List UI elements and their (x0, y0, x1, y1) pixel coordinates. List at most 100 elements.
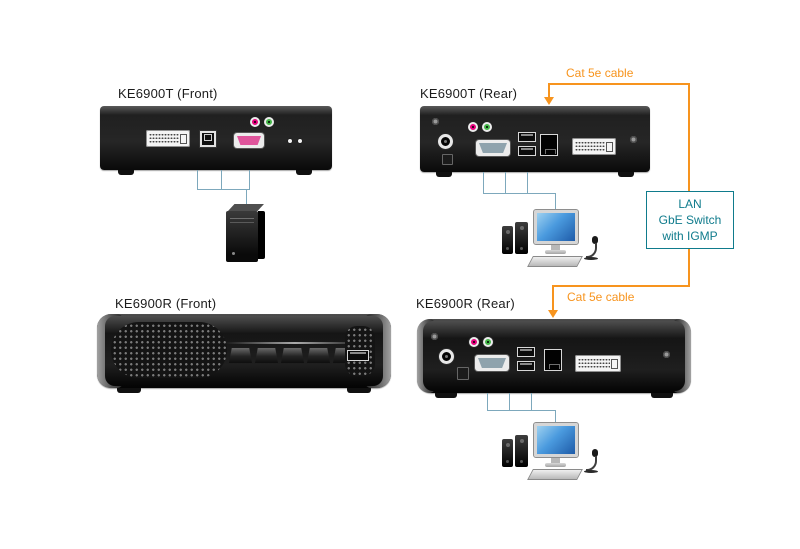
lan-gbe-switch-box: LAN GbE Switch with IGMP (646, 191, 734, 249)
monitor-icon (533, 209, 579, 245)
device-foot (618, 172, 634, 177)
monitor-stand (551, 458, 560, 463)
audio-jack-green (483, 337, 493, 347)
computer-tower-icon (226, 204, 266, 262)
speaker-icon (515, 222, 528, 254)
connector-line (487, 410, 555, 411)
label-ke6900t-rear: KE6900T (Rear) (420, 86, 518, 101)
microphone-base (584, 470, 598, 473)
device-foot (117, 388, 141, 393)
ke6900t-front-device (100, 106, 332, 175)
connector-line (527, 172, 528, 193)
device-foot (436, 172, 452, 177)
usb-port (347, 350, 369, 361)
arrow-down-icon (548, 310, 558, 318)
led-indicator (288, 139, 292, 143)
speaker-icon (515, 435, 528, 467)
tower-side (258, 211, 265, 259)
dvi-port (146, 130, 190, 147)
connector-line (197, 189, 250, 190)
device-foot (651, 393, 673, 398)
monitor-icon (533, 422, 579, 458)
workstation-icon (500, 206, 612, 268)
panel-button (229, 348, 252, 363)
vga-port (234, 133, 264, 148)
switch-box-line: with IGMP (662, 229, 718, 243)
connector-line (555, 193, 556, 211)
ke6900r-front-device (97, 314, 391, 393)
dvi-port (572, 138, 616, 155)
panel-button (307, 348, 330, 363)
microphone-icon (592, 236, 598, 244)
connector-line (483, 172, 484, 193)
cat5e-label-bottom: Cat 5e cable (567, 290, 635, 304)
trim-line (225, 342, 365, 344)
monitor-base (545, 463, 566, 467)
usb-port (518, 146, 536, 156)
tower-front (226, 211, 258, 262)
grounding-terminal (442, 154, 453, 165)
connector-line (483, 193, 555, 194)
screw (663, 351, 670, 358)
cat5e-cable (688, 83, 690, 191)
connector-line (249, 170, 250, 189)
connector-line (221, 170, 222, 189)
power-jack (438, 134, 453, 149)
audio-jack-pink (250, 117, 260, 127)
device-foot (118, 170, 134, 175)
usb-port (517, 347, 535, 357)
serial-db9-port (475, 355, 509, 371)
microphone-stand (586, 456, 597, 471)
audio-jack-green (264, 117, 274, 127)
microphone-icon (592, 449, 598, 457)
connector-line (197, 170, 198, 189)
serial-db9-port (476, 140, 510, 156)
dvi-port (575, 355, 621, 372)
screw (432, 118, 439, 125)
cat5e-cable (688, 249, 690, 286)
audio-jack-pink (469, 337, 479, 347)
keyboard-icon (527, 469, 583, 480)
audio-jack-pink (468, 122, 478, 132)
cat5e-cable (549, 83, 690, 85)
cat5e-cable (552, 285, 554, 310)
connector-line (246, 189, 247, 206)
audio-jack-green (482, 122, 492, 132)
device-foot (347, 388, 371, 393)
workstation-icon (500, 419, 612, 481)
screw (431, 333, 438, 340)
switch-box-line: GbE Switch (658, 213, 722, 227)
microphone-stand (586, 243, 597, 258)
device-foot (435, 393, 457, 398)
led-indicator (298, 139, 302, 143)
usb-port (517, 361, 535, 371)
switch-box-line: LAN (678, 197, 702, 211)
monitor-stand (551, 245, 560, 250)
label-ke6900r-front: KE6900R (Front) (115, 296, 217, 311)
panel-button (255, 348, 278, 363)
ke6900t-rear-device (420, 106, 650, 177)
usb-port (518, 132, 536, 142)
tower-top (228, 204, 264, 211)
speaker-grille (111, 322, 227, 378)
connector-line (555, 410, 556, 424)
connector-line (531, 393, 532, 410)
connector-line (509, 393, 510, 410)
device-foot (296, 170, 312, 175)
cat5e-cable (553, 285, 690, 287)
power-jack (439, 349, 454, 364)
microphone-base (584, 257, 598, 260)
usb-b-port (200, 131, 216, 147)
cat5e-cable (548, 83, 550, 97)
arrow-down-icon (544, 97, 554, 105)
label-ke6900t-front: KE6900T (Front) (118, 86, 218, 101)
monitor-base (545, 250, 566, 254)
label-ke6900r-rear: KE6900R (Rear) (416, 296, 515, 311)
speaker-icon (502, 439, 513, 467)
panel-button (281, 348, 304, 363)
keyboard-icon (527, 256, 583, 267)
power-switch (457, 367, 469, 380)
speaker-icon (502, 226, 513, 254)
connector-line (505, 172, 506, 193)
